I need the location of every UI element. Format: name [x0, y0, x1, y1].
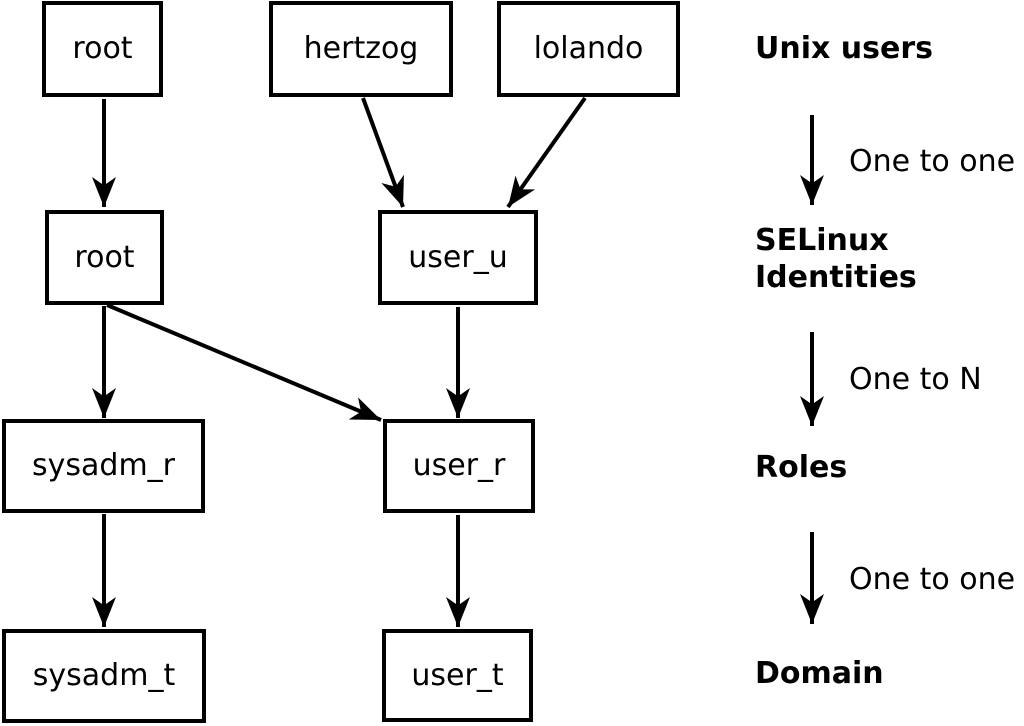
node-sysadm-t: sysadm_t	[2, 629, 206, 723]
legend-roles-label: Roles	[755, 450, 848, 485]
legend-selinux-identities-label: SELinux Identities	[755, 223, 917, 295]
arrow-hertzog-to-user-u	[361, 97, 405, 208]
node-unix-lolando-label: lolando	[533, 31, 644, 66]
node-unix-hertzog-label: hertzog	[303, 31, 419, 66]
arrow-lolando-to-user-u	[506, 96, 587, 209]
node-sysadm-r: sysadm_r	[2, 419, 205, 513]
node-user-r: user_r	[383, 419, 535, 513]
arrow-selinux-root-to-user-r	[106, 303, 382, 422]
node-user-u-label: user_u	[408, 239, 508, 275]
node-user-t-label: user_t	[411, 657, 504, 693]
legend-domain-label: Domain	[755, 656, 884, 691]
legend-unix-users-label: Unix users	[755, 31, 934, 66]
legend-one-to-one-second-label: One to one	[849, 562, 1016, 597]
node-unix-hertzog: hertzog	[269, 1, 453, 97]
node-selinux-root: root	[45, 210, 164, 305]
node-unix-root-label: root	[72, 31, 133, 66]
node-unix-lolando: lolando	[497, 1, 680, 97]
legend-one-to-one-first-label: One to one	[849, 144, 1016, 179]
node-sysadm-t-label: sysadm_t	[32, 658, 176, 693]
node-user-u: user_u	[378, 210, 538, 305]
node-selinux-root-label: root	[74, 239, 135, 275]
legend-one-to-n-label: One to N	[849, 362, 982, 397]
node-user-t: user_t	[382, 629, 533, 722]
node-sysadm-r-label: sysadm_r	[32, 448, 175, 483]
node-unix-root: root	[42, 1, 163, 97]
node-user-r-label: user_r	[412, 448, 506, 483]
